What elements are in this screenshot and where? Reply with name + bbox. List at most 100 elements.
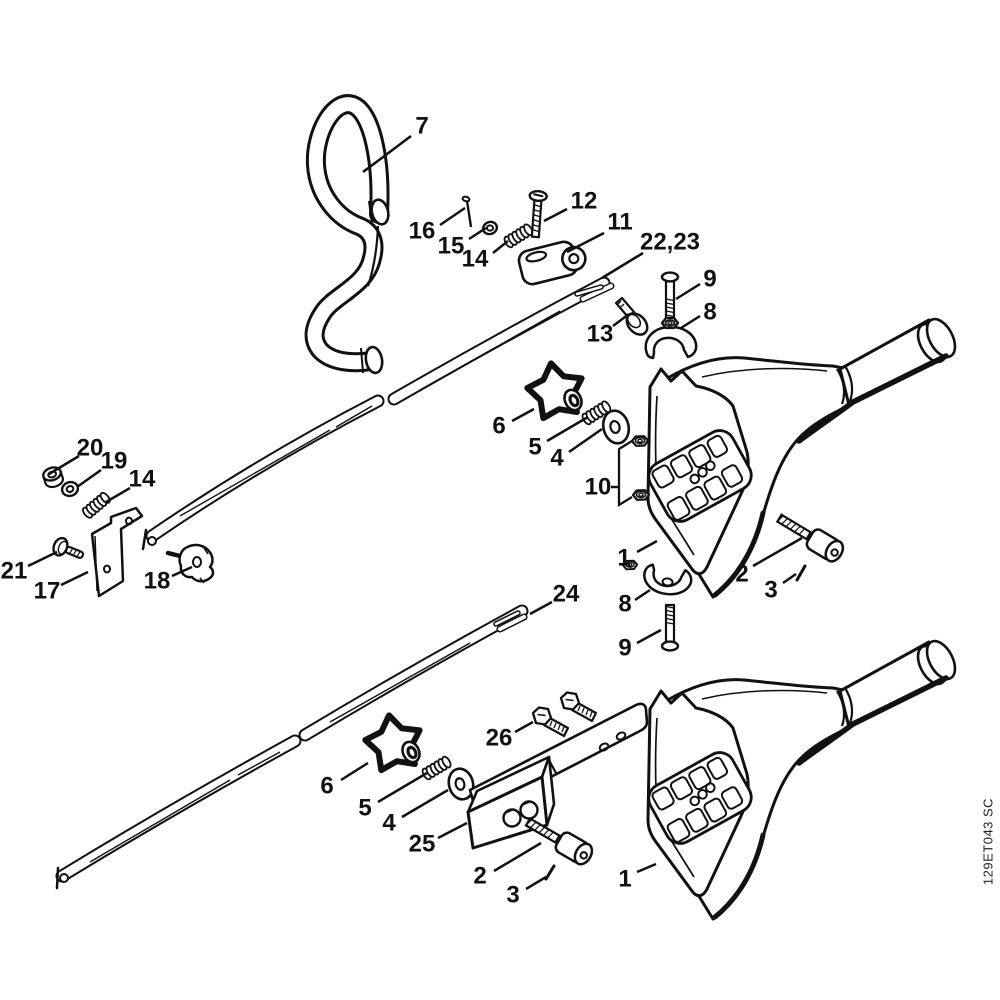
- bolt-26a: [531, 706, 570, 738]
- part-label-1: 1: [617, 545, 630, 572]
- part-label-3: 3: [764, 577, 777, 604]
- handlebar: [304, 94, 390, 375]
- drawing-number: 129ET043 SC: [980, 797, 996, 886]
- latch-lever-18: [165, 543, 215, 584]
- clamp-11: [517, 240, 587, 286]
- leader-line-9: [636, 628, 662, 645]
- leader-line-17: [60, 570, 89, 587]
- leader-line-6: [511, 407, 535, 423]
- part-label-10: 10: [585, 474, 612, 501]
- part-label-18: 18: [144, 568, 171, 595]
- part-label-4: 4: [550, 445, 564, 472]
- part-label-5: 5: [358, 795, 371, 822]
- handle-tube-end: [364, 345, 384, 375]
- part-label-6: 6: [492, 413, 505, 440]
- clamp-8-lower: [643, 563, 693, 596]
- leader-line-4: [401, 788, 449, 819]
- part-label-3: 3: [506, 882, 519, 909]
- part-label-2: 2: [735, 561, 748, 588]
- leader-line-5: [546, 415, 589, 443]
- leader-line-8: [680, 314, 701, 330]
- leader-line-14: [492, 240, 509, 254]
- leader-line-1: [636, 539, 658, 554]
- part-label-7: 7: [415, 113, 428, 140]
- bolt-2-lower: [521, 811, 597, 869]
- tube-hook-end: [141, 528, 148, 551]
- part-label-14: 14: [129, 466, 156, 493]
- bolt-26b: [559, 691, 598, 723]
- screw-21: [52, 536, 85, 559]
- leader-line-3: [525, 875, 547, 891]
- leader-line-26: [514, 720, 534, 734]
- knob-6-lower: [365, 715, 422, 770]
- part-label-8: 8: [618, 591, 631, 618]
- nut-10a: [630, 435, 650, 447]
- part-label-17: 17: [34, 578, 61, 605]
- part-label-15: 15: [438, 233, 465, 260]
- part-label-26: 26: [486, 725, 513, 752]
- leader-line-4: [568, 427, 603, 454]
- part-label-11: 11: [607, 209, 632, 236]
- screw-12: [528, 189, 548, 239]
- nut-20: [42, 466, 65, 489]
- leader-line-13: [612, 313, 630, 327]
- leader-line-12: [543, 207, 568, 223]
- pin-3-lower: [544, 864, 556, 881]
- leader-line-7: [362, 135, 412, 173]
- washer-4-upper: [601, 409, 631, 445]
- part-label-2: 2: [473, 863, 486, 890]
- part-label-16: 16: [409, 218, 436, 245]
- nut-10b: [631, 489, 651, 501]
- leader-line-3: [782, 572, 797, 585]
- leader-line-18: [171, 565, 193, 578]
- leader-line-2: [493, 841, 542, 873]
- part-label-25: 25: [409, 831, 436, 858]
- washer-4-lower: [447, 767, 475, 801]
- leader-line-21: [27, 550, 58, 568]
- part-label-8: 8: [703, 299, 716, 326]
- part-label-20: 20: [77, 435, 104, 462]
- lower-drive-tube: [55, 604, 529, 890]
- part-label-22,23: 22,23: [640, 229, 700, 256]
- bracket-line-10: [617, 440, 633, 508]
- housing-lower: [643, 637, 960, 919]
- pin-3-upper: [795, 564, 807, 582]
- screw-9-upper: [660, 271, 680, 320]
- leader-line-8: [634, 588, 651, 602]
- upper-drive-tube: [141, 276, 615, 551]
- leader-line-9: [675, 282, 701, 301]
- leader-line-22,23: [601, 251, 644, 280]
- bracket-plate-17: [90, 506, 144, 598]
- part-label-14: 14: [462, 246, 489, 273]
- part-label-9: 9: [618, 635, 631, 662]
- part-label-21: 21: [1, 558, 28, 585]
- spring-14-upper: [501, 222, 535, 250]
- leader-line-15: [468, 226, 487, 241]
- part-label-13: 13: [587, 321, 614, 348]
- leader-line-5: [377, 771, 428, 804]
- leader-line-19: [76, 468, 102, 489]
- part-label-19: 19: [101, 448, 128, 475]
- leader-line-11: [566, 231, 605, 254]
- mount-rail-25: [466, 702, 649, 850]
- spring-14-left: [80, 490, 113, 521]
- leader-line-16: [439, 206, 466, 227]
- part-label-12: 12: [571, 188, 598, 215]
- part-label-6: 6: [320, 773, 333, 800]
- part-label-1: 1: [618, 866, 631, 893]
- leader-line-1: [636, 862, 657, 874]
- leader-line-25: [437, 821, 468, 840]
- leader-line-24: [529, 600, 553, 616]
- screw-9-lower: [660, 603, 680, 652]
- clamp-8-upper: [644, 316, 698, 360]
- pin-16: [461, 195, 473, 228]
- leader-line-14: [105, 486, 131, 504]
- washer-19: [60, 480, 80, 498]
- part-label-24: 24: [553, 581, 580, 608]
- spring-5-lower: [419, 754, 454, 782]
- knob-6-upper: [527, 363, 584, 418]
- leader-line-6: [340, 761, 369, 782]
